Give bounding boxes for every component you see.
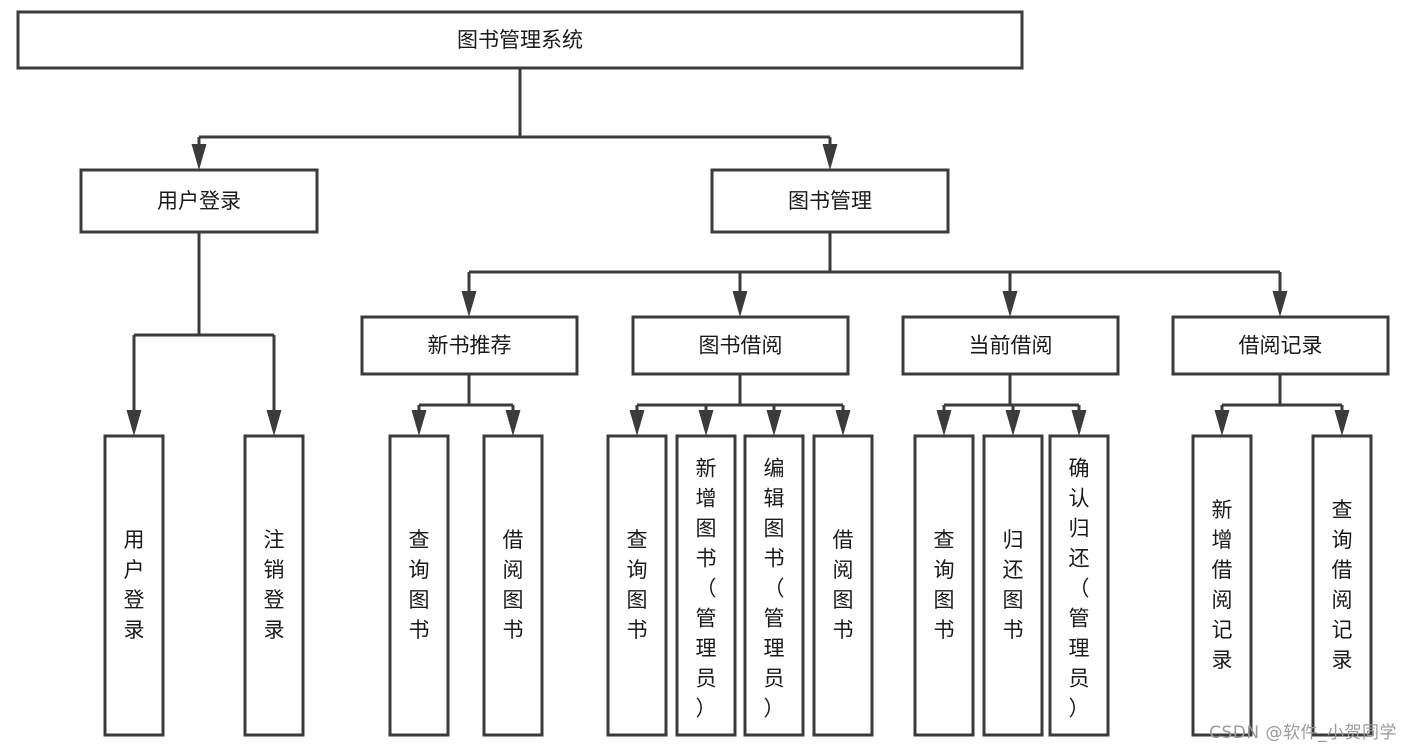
node-leaf-query-book-1[interactable]: 查询图书 [388,434,450,737]
node-label: 新增借阅记录 [1212,498,1233,672]
node-book-borrow[interactable]: 图书借阅 [631,315,850,376]
watermark-label: CSDN @软件_小贺同学 [1209,723,1397,743]
connector-group [936,374,1087,436]
node-leaf-query-book-2[interactable]: 查询图书 [606,434,668,737]
node-label: 注销登录 [264,528,285,642]
node-leaf-confirm-return-admin[interactable]: 确认归还（管理员） [1048,434,1110,737]
node-label: 用户登录 [157,189,241,213]
node-label: 当前借阅 [969,334,1053,358]
node-label: 图书管理系统 [457,28,583,52]
connector-group [411,374,521,436]
node-label: 查询图书 [409,528,430,642]
node-leaf-add-borrow-record[interactable]: 新增借阅记录 [1191,434,1253,737]
node-label: 归还图书 [1003,528,1024,642]
connector-group [461,232,1288,317]
node-leaf-borrow-book-1[interactable]: 借阅图书 [482,434,544,737]
node-label: 新增图书（管理员） [696,457,717,721]
node-leaf-user-logout[interactable]: 注销登录 [243,434,305,737]
node-label: 查询图书 [627,528,648,642]
node-user-login[interactable]: 用户登录 [79,168,319,234]
node-boxes-layer: 图书管理系统用户登录图书管理新书推荐图书借阅当前借阅借阅记录用户登录注销登录查询… [16,10,1390,737]
node-leaf-query-borrow-record[interactable]: 查询借阅记录 [1311,434,1373,737]
node-label: 确认归还（管理员） [1069,457,1090,721]
node-root[interactable]: 图书管理系统 [16,10,1024,70]
node-label: 图书借阅 [699,334,783,358]
node-label: 查询借阅记录 [1332,498,1353,672]
node-label: 新书推荐 [428,334,512,358]
node-current-borrow[interactable]: 当前借阅 [901,315,1120,376]
node-leaf-edit-book-admin[interactable]: 编辑图书（管理员） [743,434,805,737]
connector-group [191,68,838,170]
connector-edges-layer [126,68,1350,436]
node-label: 图书管理 [788,189,872,213]
node-leaf-return-book[interactable]: 归还图书 [982,434,1044,737]
node-label: 借阅记录 [1239,334,1323,358]
node-leaf-add-book-admin[interactable]: 新增图书（管理员） [675,434,737,737]
node-label: 编辑图书（管理员） [764,457,785,721]
node-borrow-record[interactable]: 借阅记录 [1171,315,1390,376]
connector-group [1214,374,1350,436]
node-label: 查询图书 [934,528,955,642]
node-book-manage[interactable]: 图书管理 [710,168,950,234]
node-leaf-user-login[interactable]: 用户登录 [103,434,165,737]
node-label: 借阅图书 [833,528,854,642]
node-label: 用户登录 [124,528,145,642]
connector-group [629,374,851,436]
node-label: 借阅图书 [503,528,524,642]
node-leaf-query-book-3[interactable]: 查询图书 [913,434,975,737]
node-new-book-rec[interactable]: 新书推荐 [360,315,579,376]
connector-group [126,232,282,436]
node-leaf-borrow-book-2[interactable]: 借阅图书 [812,434,874,737]
